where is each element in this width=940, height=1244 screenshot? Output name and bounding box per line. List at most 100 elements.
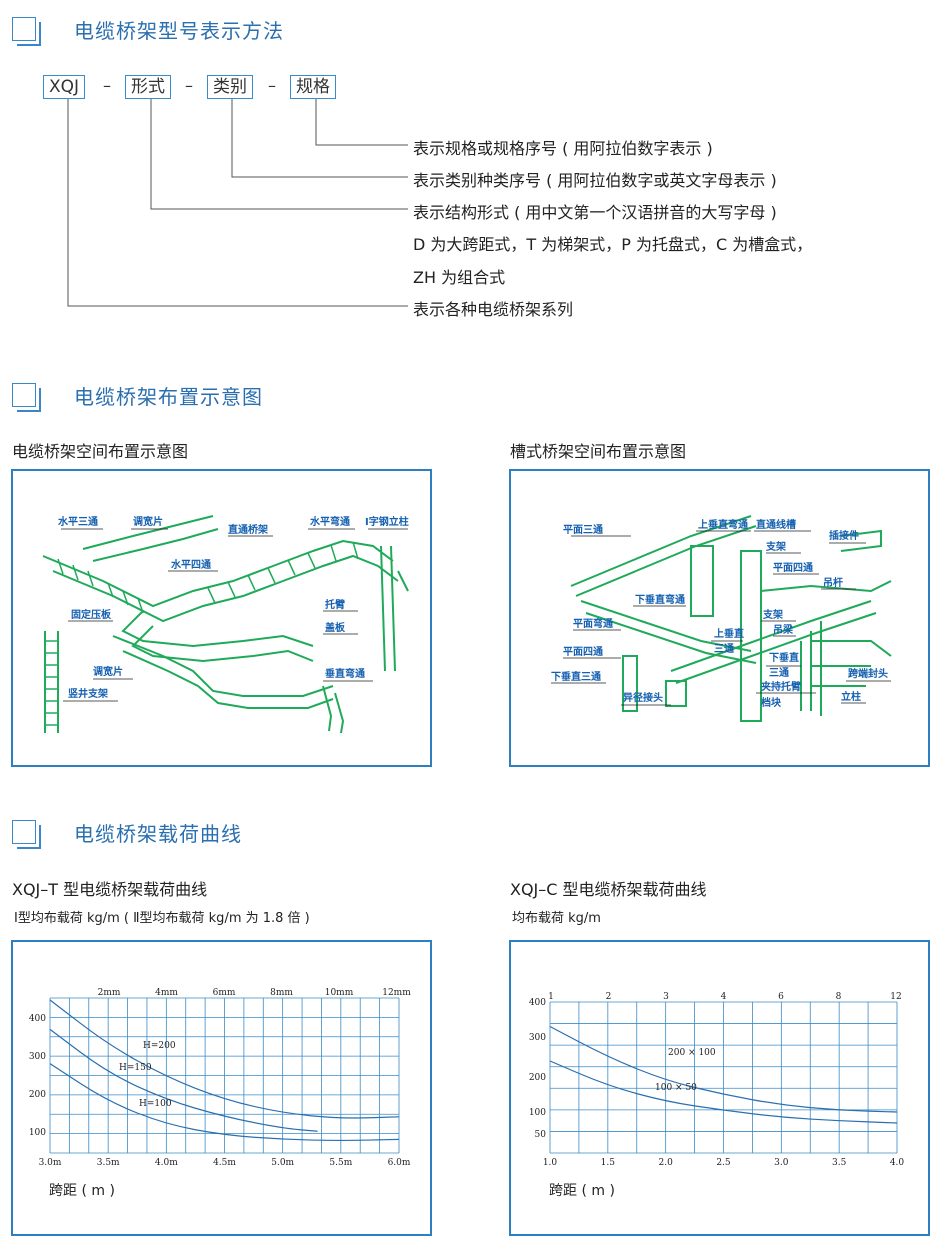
label-clamp-arm: 夹持托臂 — [761, 680, 801, 693]
x-tick-label: 3.5m — [97, 1158, 120, 1168]
desc-series: 表示各种电缆桥架系列 — [413, 300, 574, 319]
label-clamp-plate: 固定压板 — [71, 608, 112, 621]
label-width-adjuster: 调宽片 — [93, 665, 123, 678]
label-reducer: 异径接头 — [623, 691, 663, 704]
x-axis-label: 跨距 ( m ) — [549, 1183, 615, 1199]
desc-form-detail: ZH 为组合式 — [413, 268, 506, 287]
label-upper-vertical-tee: 三通 — [714, 643, 734, 655]
ladder-layout-diagram: 水平三通 调宽片 直通桥架 水平弯通 Ⅰ字钢立柱 水平四通 托臂 固定压板 盖板… — [11, 469, 432, 767]
x-tick-label: 2.0 — [659, 1158, 674, 1168]
label-horizontal-elbow: 水平弯通 — [309, 515, 350, 528]
code-form: 形式 — [125, 75, 171, 99]
y-tick-label: 100 — [529, 1108, 546, 1118]
code-leader-lines — [67, 99, 408, 307]
x-axis-label: 跨距 ( m ) — [49, 1183, 115, 1199]
section-title-model: 电缆桥架型号表示方法 — [12, 12, 284, 46]
y-tick-label: 200 — [29, 1090, 46, 1100]
x-tick-label: 3.0m — [39, 1158, 62, 1168]
label-width-adjuster: 调宽片 — [133, 515, 163, 528]
trough-layout-drawing: 平面三通 上垂直弯通 直通线槽 支架 插接件 平面四通 吊杆 下垂直弯通 平面弯… — [551, 515, 892, 722]
label-horizontal-tee: 水平三通 — [57, 515, 98, 528]
label-support: 支架 — [762, 608, 783, 621]
x-tick-label: 4.5m — [213, 1158, 236, 1168]
caption-c-load-curve: XQJ–C 型电缆桥架载荷曲线 — [510, 880, 707, 899]
x-tick-label: 5.0m — [271, 1158, 294, 1168]
series-line — [549, 1025, 898, 1113]
series-line — [49, 999, 400, 1119]
desc-form-detail: D 为大跨距式，T 为梯架式，P 为托盘式，C 为槽盒式， — [413, 235, 813, 254]
code-dash: – — [103, 76, 111, 95]
label-lower-vertical-tee: 下垂直 — [769, 651, 799, 664]
x-tick-label: 3.0 — [774, 1158, 789, 1168]
desc-type: 表示类别种类序号 ( 用阿拉伯数字或英文字母表示 ) — [413, 171, 777, 190]
x-top-tick-label: 6mm — [213, 988, 236, 998]
series-label: H=150 — [119, 1063, 152, 1073]
subcaption-t-load: Ⅰ型均布载荷 kg/m ( Ⅱ型均布载荷 kg/m 为 1.8 倍 ) — [14, 911, 310, 926]
series-label: H=200 — [143, 1041, 176, 1051]
y-tick-label: 400 — [29, 1014, 46, 1024]
label-shaft-support: 竖井支架 — [68, 687, 108, 700]
trough-layout-diagram: 平面三通 上垂直弯通 直通线槽 支架 插接件 平面四通 吊杆 下垂直弯通 平面弯… — [509, 469, 930, 767]
code-spec: 规格 — [290, 75, 336, 99]
label-planar-elbow: 平面弯通 — [573, 617, 613, 630]
section-title-text: 电缆桥架型号表示方法 — [74, 18, 284, 43]
label-lower-vertical-elbow: 下垂直弯通 — [635, 593, 685, 606]
label-stopper: 档块 — [760, 696, 782, 709]
series-line — [49, 1028, 318, 1132]
label-lower-vertical-tee: 下垂直三通 — [551, 670, 601, 683]
subcaption-c-load: 均布载荷 kg/m — [512, 911, 601, 926]
y-tick-label: 400 — [529, 998, 546, 1008]
label-bracket-arm: 托臂 — [325, 598, 345, 611]
x-top-tick-label: 10mm — [325, 988, 354, 998]
label-vertical-elbow: 垂直弯通 — [325, 667, 365, 680]
section-square-icon — [12, 820, 41, 849]
x-top-tick-label: 4 — [721, 992, 727, 1002]
desc-spec: 表示规格或规格序号 ( 用阿拉伯数字表示 ) — [413, 139, 713, 158]
label-lower-vertical-tee: 三通 — [769, 667, 789, 679]
label-connector: 插接件 — [829, 529, 859, 542]
y-tick-label: 100 — [29, 1128, 46, 1138]
code-dash: – — [268, 76, 276, 95]
x-tick-label: 6.0m — [388, 1158, 411, 1168]
label-cover: 盖板 — [325, 621, 346, 634]
ladder-layout-drawing: 水平三通 调宽片 直通桥架 水平弯通 Ⅰ字钢立柱 水平四通 托臂 固定压板 盖板… — [42, 515, 409, 734]
x-tick-label: 1.5 — [601, 1158, 616, 1168]
x-tick-label: 2.5 — [716, 1158, 731, 1168]
x-tick-label: 4.0 — [890, 1158, 905, 1168]
x-tick-label: 5.5m — [329, 1158, 352, 1168]
desc-form: 表示结构形式 ( 用中文第一个汉语拼音的大写字母 ) — [413, 203, 777, 222]
y-tick-label: 50 — [535, 1130, 547, 1140]
x-tick-label: 3.5 — [832, 1158, 847, 1168]
label-hanger-rod: 吊杆 — [823, 576, 843, 589]
label-i-beam-column: Ⅰ字钢立柱 — [365, 515, 409, 528]
label-upper-vertical-elbow: 上垂直弯通 — [698, 518, 748, 531]
x-top-tick-label: 1 — [548, 992, 554, 1002]
section-title-text: 电缆桥架布置示意图 — [74, 384, 263, 409]
x-top-tick-label: 8 — [836, 992, 842, 1002]
x-top-tick-label: 2 — [606, 992, 612, 1002]
y-tick-label: 300 — [29, 1052, 46, 1062]
label-straight-tray: 直通桥架 — [228, 523, 268, 536]
x-top-tick-label: 2mm — [98, 988, 121, 998]
x-top-tick-label: 4mm — [155, 988, 178, 998]
label-horizontal-cross: 水平四通 — [170, 558, 211, 571]
code-dash: – — [185, 76, 193, 95]
label-support: 支架 — [765, 540, 786, 553]
section-title-load-curves: 电缆桥架载荷曲线 — [12, 815, 242, 849]
label-planar-tee: 平面三通 — [563, 524, 603, 536]
x-top-tick-label: 6 — [778, 992, 784, 1002]
label-upper-vertical-tee: 上垂直 — [714, 627, 744, 640]
series-line — [549, 1060, 898, 1124]
x-top-tick-label: 12mm — [382, 988, 411, 998]
series-label: 100 × 50 — [655, 1083, 697, 1093]
section-title-layout: 电缆桥架布置示意图 — [12, 378, 263, 412]
x-top-tick-label: 8mm — [270, 988, 293, 998]
label-end-cap: 跨端封头 — [848, 667, 888, 680]
series-line — [49, 1063, 400, 1142]
label-planar-cross: 平面四通 — [563, 646, 603, 658]
x-top-tick-label: 3 — [663, 992, 669, 1002]
caption-t-load-curve: XQJ–T 型电缆桥架载荷曲线 — [12, 880, 208, 899]
